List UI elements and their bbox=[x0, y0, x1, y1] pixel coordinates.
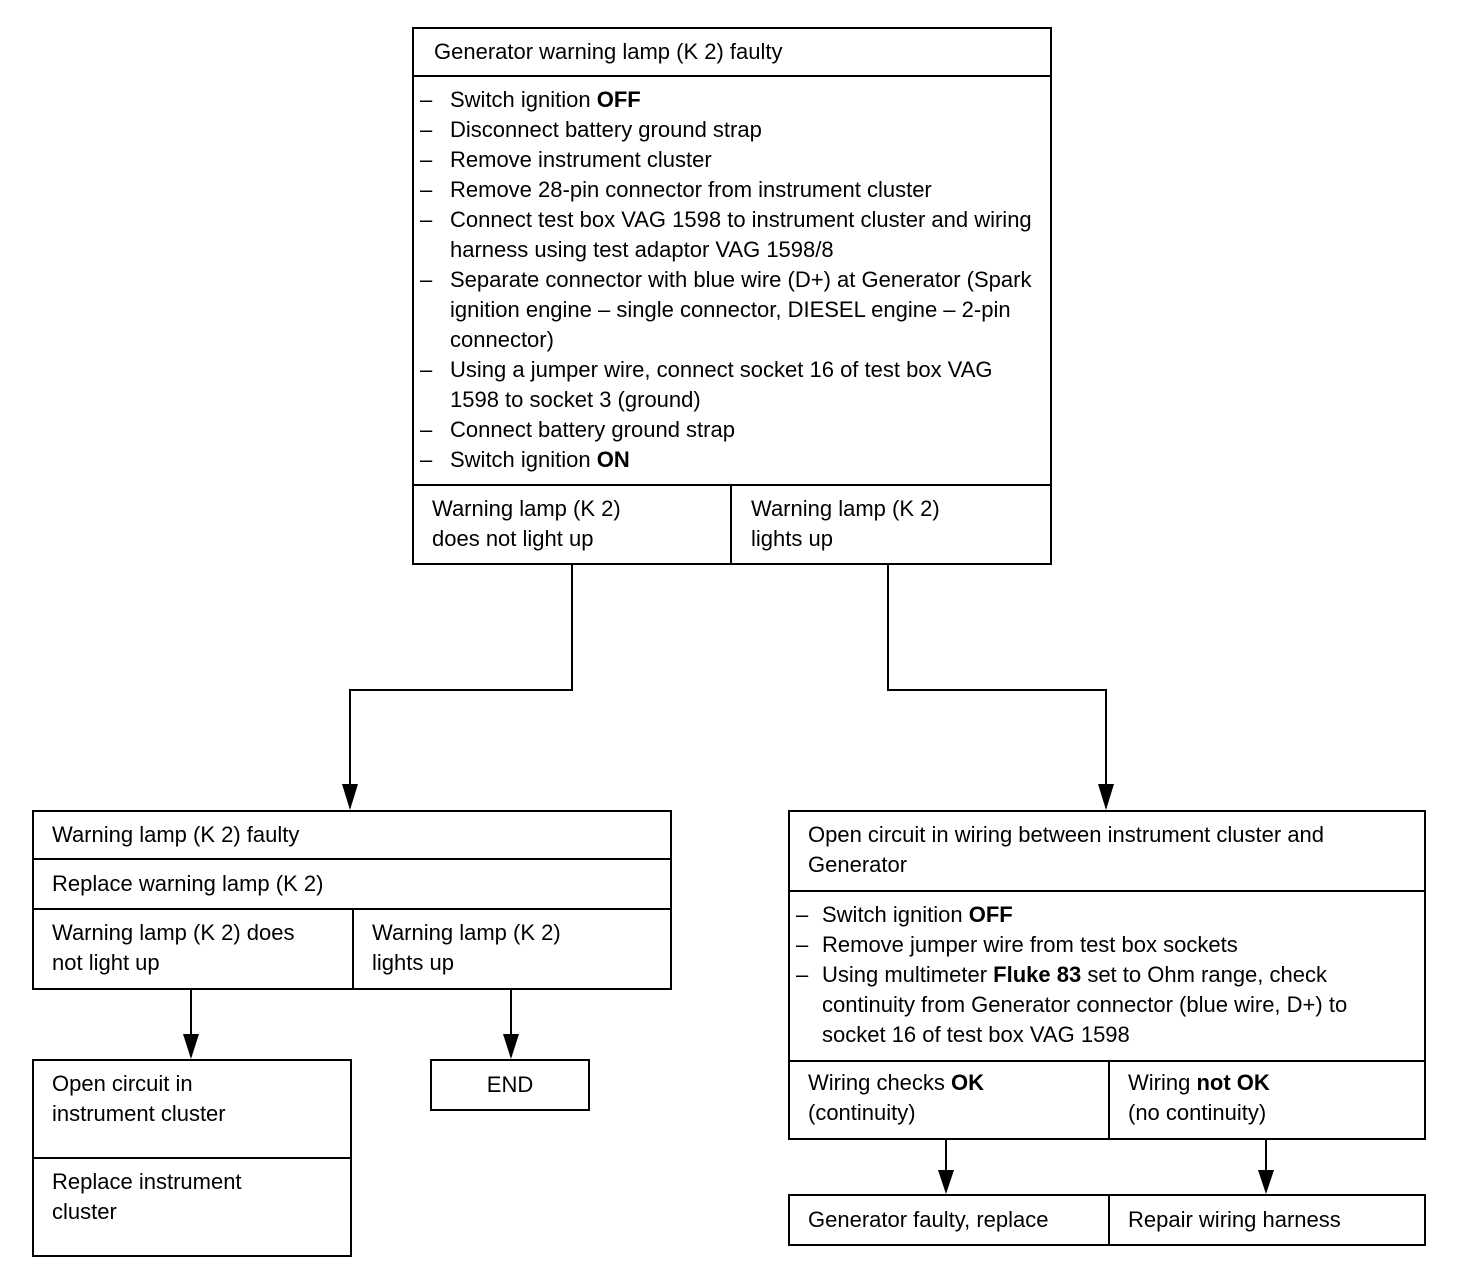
open-circuit-wiring-box: Open circuit in wiring between instrumen… bbox=[788, 810, 1426, 1140]
step-item: –Using a jumper wire, connect socket 16 … bbox=[420, 357, 993, 412]
repair-wiring-harness: Repair wiring harness bbox=[1128, 1207, 1341, 1232]
result-box: Generator faulty, replace Repair wiring … bbox=[788, 1194, 1426, 1246]
dash-glyph: – bbox=[420, 267, 433, 292]
warning-lamp-faulty-box: Warning lamp (K 2) faulty Replace warnin… bbox=[32, 810, 672, 990]
step-item: –Remove instrument cluster bbox=[420, 145, 1045, 175]
generator-faulty-replace: Generator faulty, replace bbox=[808, 1207, 1049, 1232]
right-box-steps: –Switch ignition OFF –Remove jumper wire… bbox=[796, 900, 1416, 1050]
outcome-does-not-light-up: Warning lamp (K 2) does not light up bbox=[52, 920, 295, 975]
divider bbox=[34, 1157, 350, 1159]
divider bbox=[1108, 1196, 1110, 1244]
outcome-lights-up: Warning lamp (K 2) lights up bbox=[751, 496, 940, 551]
cluster-box-title: Open circuit in instrument cluster bbox=[52, 1071, 226, 1126]
end-label: END bbox=[486, 1072, 534, 1097]
end-box: END bbox=[430, 1059, 590, 1111]
dash-glyph: – bbox=[420, 447, 433, 472]
divider bbox=[34, 858, 670, 860]
dash-glyph: – bbox=[796, 902, 809, 927]
cluster-box-action: Replace instrument cluster bbox=[52, 1169, 242, 1224]
top-box-title: Generator warning lamp (K 2) faulty bbox=[434, 39, 783, 64]
step-item: –Switch ignition ON bbox=[420, 445, 1045, 475]
outcome-wiring-not-ok: Wiring not OK (no continuity) bbox=[1128, 1070, 1270, 1125]
step-item: –Switch ignition OFF bbox=[796, 900, 1416, 930]
step-item: –Separate connector with blue wire (D+) … bbox=[420, 267, 1032, 352]
divider bbox=[790, 1060, 1424, 1062]
arrowhead-end-box bbox=[503, 1034, 519, 1059]
connector-top-left bbox=[349, 564, 573, 786]
divider bbox=[790, 890, 1424, 892]
dash-glyph: – bbox=[420, 357, 433, 382]
divider bbox=[1108, 1060, 1110, 1138]
divider bbox=[414, 484, 1050, 486]
arrowhead-open-circuit-box bbox=[1098, 784, 1114, 810]
divider bbox=[414, 75, 1050, 77]
step-item: –Switch ignition OFF bbox=[420, 85, 1045, 115]
dash-glyph: – bbox=[420, 117, 433, 142]
outcome-lights-up: Warning lamp (K 2) lights up bbox=[372, 920, 561, 975]
left-box-title: Warning lamp (K 2) faulty bbox=[52, 822, 300, 847]
top-box-steps: –Switch ignition OFF –Disconnect battery… bbox=[420, 85, 1045, 475]
right-box-title: Open circuit in wiring between instrumen… bbox=[808, 822, 1325, 877]
outcome-does-not-light-up: Warning lamp (K 2) does not light up bbox=[432, 496, 621, 551]
top-test-box: Generator warning lamp (K 2) faulty –Swi… bbox=[412, 27, 1052, 565]
step-item: –Remove 28-pin connector from instrument… bbox=[420, 175, 1045, 205]
step-item: –Using multimeter Fluke 83 set to Ohm ra… bbox=[796, 962, 1348, 1047]
step-item: –Connect test box VAG 1598 to instrument… bbox=[420, 207, 1032, 262]
divider bbox=[352, 908, 354, 988]
dash-glyph: – bbox=[796, 932, 809, 957]
outcome-wiring-ok: Wiring checks OK (continuity) bbox=[808, 1070, 985, 1125]
step-item: –Connect battery ground strap bbox=[420, 415, 1045, 445]
dash-glyph: – bbox=[420, 417, 433, 442]
left-box-action: Replace warning lamp (K 2) bbox=[52, 871, 324, 896]
step-item: –Remove jumper wire from test box socket… bbox=[796, 930, 1416, 960]
dash-glyph: – bbox=[420, 177, 433, 202]
arrowhead-cluster-box bbox=[183, 1034, 199, 1059]
dash-glyph: – bbox=[420, 87, 433, 112]
step-item: –Disconnect battery ground strap bbox=[420, 115, 1045, 145]
divider bbox=[730, 484, 732, 563]
dash-glyph: – bbox=[420, 207, 433, 232]
arrowhead-warning-lamp-box bbox=[342, 784, 358, 810]
dash-glyph: – bbox=[796, 962, 809, 987]
open-circuit-cluster-box: Open circuit in instrument cluster Repla… bbox=[32, 1059, 352, 1257]
connector-top-right bbox=[887, 564, 1107, 786]
arrowhead-repair-box bbox=[1258, 1170, 1274, 1194]
dash-glyph: – bbox=[420, 147, 433, 172]
arrowhead-generator-box bbox=[938, 1170, 954, 1194]
